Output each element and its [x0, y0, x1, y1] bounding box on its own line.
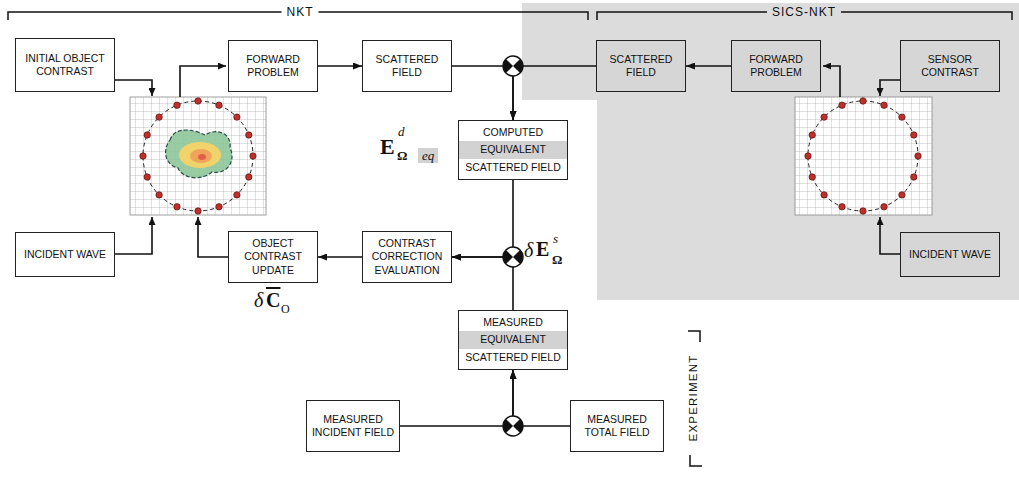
box-text: SCATTERED FIELD [363, 53, 451, 79]
antenna-dot [881, 102, 887, 108]
antenna-dot [174, 102, 180, 108]
antenna-dot [809, 132, 815, 138]
math-symbol: E [380, 136, 395, 158]
math-symbol: Ω [552, 253, 562, 266]
connector [452, 66, 513, 120]
box-text: FORWARD PROBLEM [229, 53, 317, 79]
process-box: INCIDENT WAVE [15, 232, 115, 277]
antenna-dot [195, 98, 201, 104]
object-grid [130, 97, 266, 215]
antenna-dot [246, 132, 252, 138]
math-symbol: Ω [397, 149, 407, 162]
antenna-dot [140, 153, 146, 159]
antenna-dot [821, 192, 827, 198]
box-text: COMPUTED [459, 124, 567, 141]
antenna-dots [140, 98, 921, 214]
sensor-grid [795, 97, 932, 215]
antenna-dot [144, 174, 150, 180]
box-text: INCIDENT WAVE [901, 248, 999, 261]
box-text: CONTRAST CORRECTION EVALUATION [363, 237, 451, 276]
antenna-dot [881, 204, 887, 210]
antenna-dot [156, 192, 162, 198]
math-symbol: d [398, 125, 405, 138]
summing-junction [503, 56, 523, 76]
antenna-dot [809, 174, 815, 180]
antenna-dot [805, 153, 811, 159]
connector [318, 65, 362, 67]
sics-region [522, 3, 1019, 300]
process-box: OBJECT CONTRAST UPDATE [228, 231, 318, 283]
process-box: MEASURED TOTAL FIELD [570, 400, 664, 452]
antenna-dot [250, 153, 256, 159]
box-text: INCIDENT WAVE [16, 248, 114, 261]
antenna-dot [195, 208, 201, 214]
antenna-dot [216, 102, 222, 108]
experiment-bracket [688, 331, 700, 342]
box-text: EQUIVALENT [459, 141, 567, 158]
antenna-dot [216, 204, 222, 210]
process-box: CONTRAST CORRECTION EVALUATION [362, 231, 452, 283]
math-symbol: δ [254, 290, 263, 310]
antenna-dot [915, 153, 921, 159]
box-text: FORWARD PROBLEM [732, 53, 820, 79]
box-text: INITIAL OBJECT CONTRAST [16, 52, 114, 78]
math-symbol: s [553, 232, 558, 245]
box-text: MEASURED [459, 314, 567, 331]
antenna-dot [860, 98, 866, 104]
process-box: INCIDENT WAVE [900, 232, 1000, 277]
box-text: SCATTERED FIELD [597, 53, 685, 79]
connector [686, 65, 731, 67]
box-text: MEASURED INCIDENT FIELD [307, 413, 399, 439]
connector [452, 257, 513, 310]
antenna-dot [899, 192, 905, 198]
process-box: SCATTERED FIELD [362, 40, 452, 92]
grid-arrows [115, 66, 900, 257]
box-text: SCATTERED FIELD [459, 159, 567, 176]
connector [400, 370, 513, 426]
field-box: MEASUREDEQUIVALENTSCATTERED FIELD [458, 310, 568, 370]
connector [452, 180, 513, 257]
process-box: SENSOR CONTRAST [900, 40, 1000, 92]
experiment-bracket [690, 455, 702, 466]
antenna-dot [860, 208, 866, 214]
antenna-dot [821, 114, 827, 120]
box-text: OBJECT CONTRAST UPDATE [229, 237, 317, 276]
math-symbol: E [536, 239, 549, 259]
box-text: EQUIVALENT [459, 331, 567, 348]
section-label: SICS-NKT [767, 6, 841, 18]
math-symbol: δ [524, 240, 533, 260]
process-box: FORWARD PROBLEM [228, 40, 318, 92]
antenna-dot [234, 114, 240, 120]
antenna-dot [144, 132, 150, 138]
connector [318, 256, 362, 258]
antenna-dot [246, 174, 252, 180]
connector [513, 66, 596, 120]
process-box: INITIAL OBJECT CONTRAST [15, 38, 115, 92]
antenna-dot [911, 174, 917, 180]
antenna-dot [899, 114, 905, 120]
antenna-dot [911, 132, 917, 138]
process-box: FORWARD PROBLEM [731, 40, 821, 92]
math-symbol: eq [418, 148, 438, 163]
field-box: COMPUTEDEQUIVALENTSCATTERED FIELD [458, 120, 568, 180]
section-label: NKT [282, 6, 319, 18]
vertical-label: EXPERIMENT [688, 355, 700, 442]
summing-junction [503, 416, 523, 436]
antenna-dot [174, 204, 180, 210]
process-box: MEASURED INCIDENT FIELD [306, 400, 400, 452]
summing-junction [503, 247, 523, 267]
process-box: SCATTERED FIELD [596, 40, 686, 92]
antenna-dot [156, 114, 162, 120]
antenna-dot [234, 192, 240, 198]
math-symbol: C [266, 290, 280, 310]
connector [513, 370, 570, 426]
box-text: SCATTERED FIELD [459, 349, 567, 366]
math-symbol: O [281, 303, 290, 315]
box-text: MEASURED TOTAL FIELD [571, 413, 663, 439]
antenna-dot [839, 102, 845, 108]
box-text: SENSOR CONTRAST [901, 53, 999, 79]
antenna-dot [839, 204, 845, 210]
